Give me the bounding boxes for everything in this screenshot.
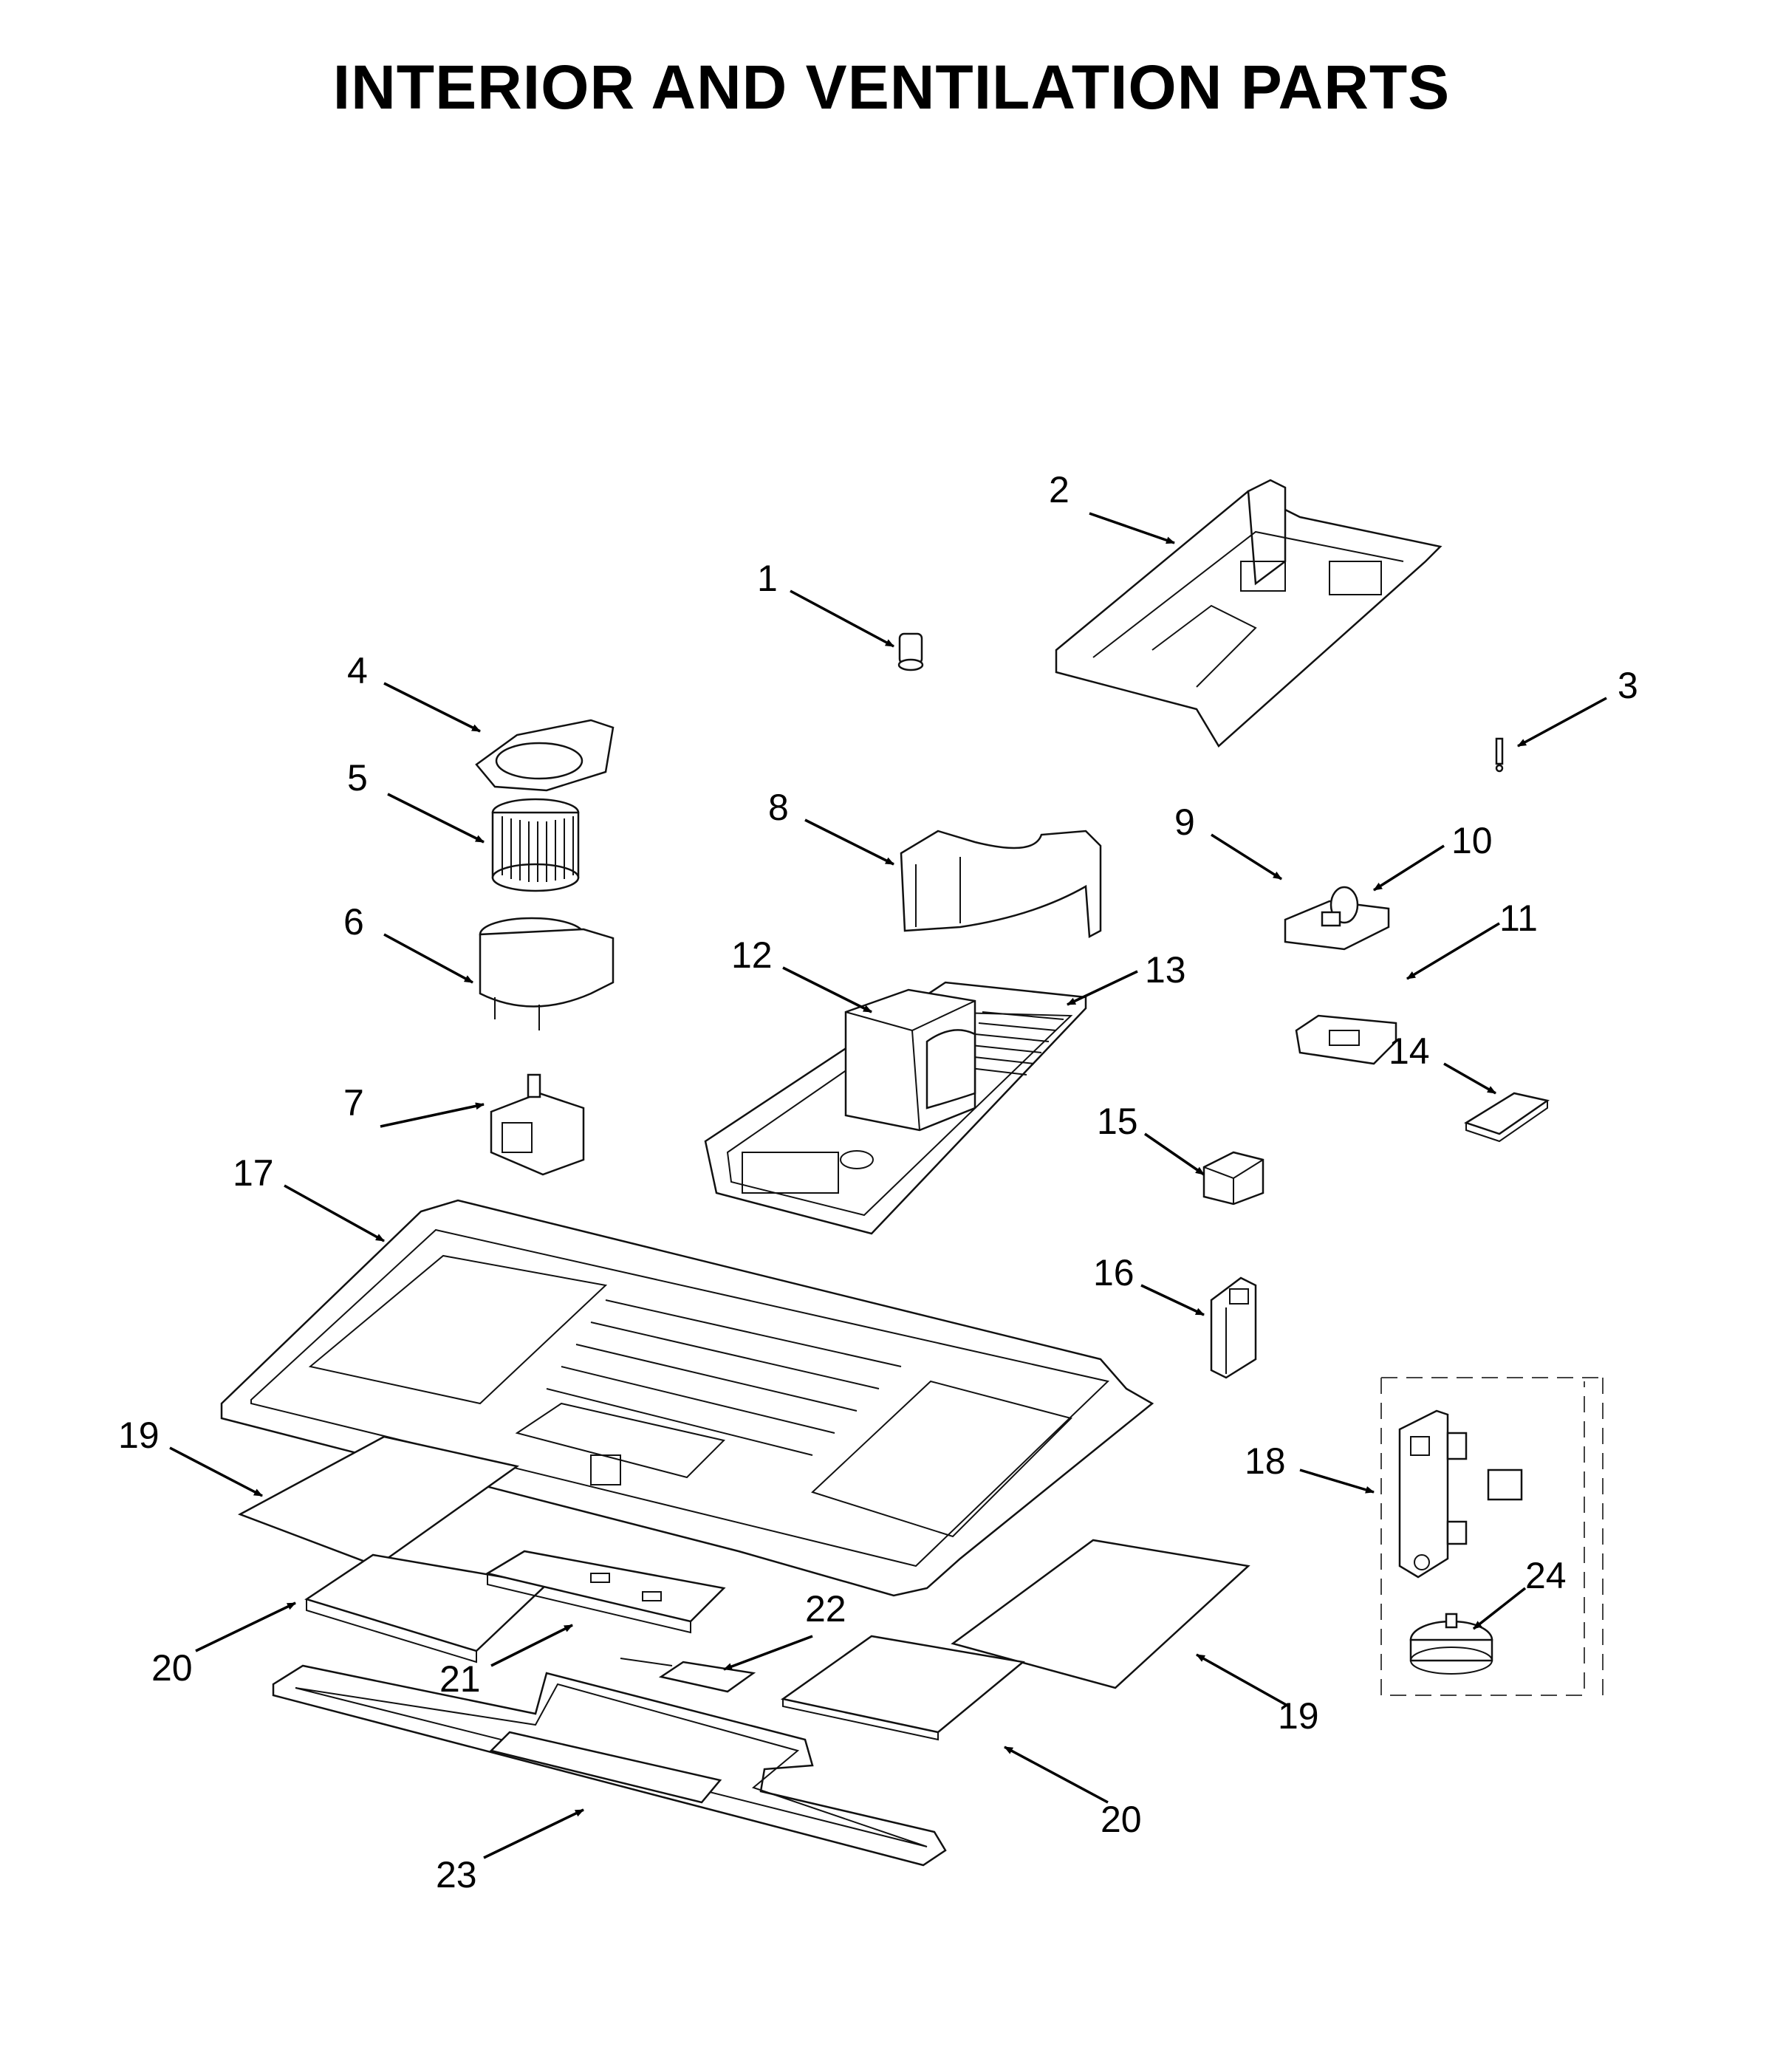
callout-labels: 1 2 3 4 5 6 7 8 9 10 11 12 13 14 15 16 1… bbox=[118, 469, 1638, 1895]
callout-24: 24 bbox=[1525, 1555, 1567, 1596]
part-17-cavity-panel bbox=[220, 1199, 1154, 1597]
part-14-plate bbox=[1464, 1092, 1550, 1143]
callout-21: 21 bbox=[439, 1658, 481, 1700]
callout-10: 10 bbox=[1451, 820, 1493, 861]
part-5-blower-wheel bbox=[491, 798, 580, 892]
callout-20-left: 20 bbox=[151, 1647, 193, 1689]
callout-6: 6 bbox=[343, 901, 364, 943]
callout-4: 4 bbox=[347, 650, 368, 691]
callout-14: 14 bbox=[1389, 1030, 1430, 1072]
part-20-grease-filter-right bbox=[780, 1635, 1025, 1741]
callout-16: 16 bbox=[1093, 1252, 1135, 1293]
part-4-fan-plate bbox=[475, 719, 615, 792]
callout-8: 8 bbox=[768, 787, 789, 828]
part-2-chassis-bracket bbox=[1055, 479, 1443, 748]
part-9-10-control-board bbox=[1284, 886, 1390, 951]
part-16-bracket bbox=[1210, 1276, 1257, 1379]
callout-19-right: 19 bbox=[1278, 1695, 1319, 1737]
part-8-air-duct bbox=[900, 830, 1102, 939]
part-15-block bbox=[1202, 1151, 1264, 1206]
part-7-fan-motor bbox=[490, 1073, 585, 1176]
part-1-knob bbox=[897, 632, 924, 671]
callout-7: 7 bbox=[343, 1082, 364, 1124]
callout-13: 13 bbox=[1145, 949, 1186, 991]
callout-23: 23 bbox=[436, 1854, 477, 1895]
callout-9: 9 bbox=[1174, 801, 1195, 843]
callout-11: 11 bbox=[1499, 897, 1538, 939]
part-12-transformer bbox=[844, 988, 976, 1132]
part-18-switch-assembly bbox=[1398, 1409, 1523, 1579]
callout-12: 12 bbox=[731, 934, 773, 976]
part-18-24-group bbox=[1380, 1377, 1604, 1696]
callout-20-right: 20 bbox=[1101, 1799, 1142, 1840]
page-title: INTERIOR AND VENTILATION PARTS bbox=[332, 52, 1451, 122]
part-24-turntable-motor bbox=[1409, 1613, 1493, 1675]
part-23-vent-grille bbox=[272, 1664, 947, 1867]
part-6-blower-housing bbox=[479, 917, 615, 1030]
callout-1: 1 bbox=[757, 558, 778, 599]
part-19-filter-left bbox=[237, 1435, 520, 1567]
part-11-bracket bbox=[1295, 1014, 1397, 1065]
callout-2: 2 bbox=[1049, 469, 1070, 510]
part-3-clip bbox=[1495, 737, 1504, 773]
part-19-filter-right bbox=[951, 1539, 1250, 1689]
callout-19-left: 19 bbox=[118, 1415, 160, 1456]
part-22-small-board bbox=[620, 1658, 756, 1693]
callout-17: 17 bbox=[233, 1152, 274, 1194]
callout-15: 15 bbox=[1097, 1101, 1138, 1142]
callout-22: 22 bbox=[805, 1588, 846, 1630]
part-21-light-housing bbox=[485, 1550, 726, 1634]
leader-arrows bbox=[169, 512, 1607, 1859]
callout-18: 18 bbox=[1245, 1440, 1286, 1482]
callout-5: 5 bbox=[347, 757, 368, 799]
callout-3: 3 bbox=[1618, 665, 1638, 706]
